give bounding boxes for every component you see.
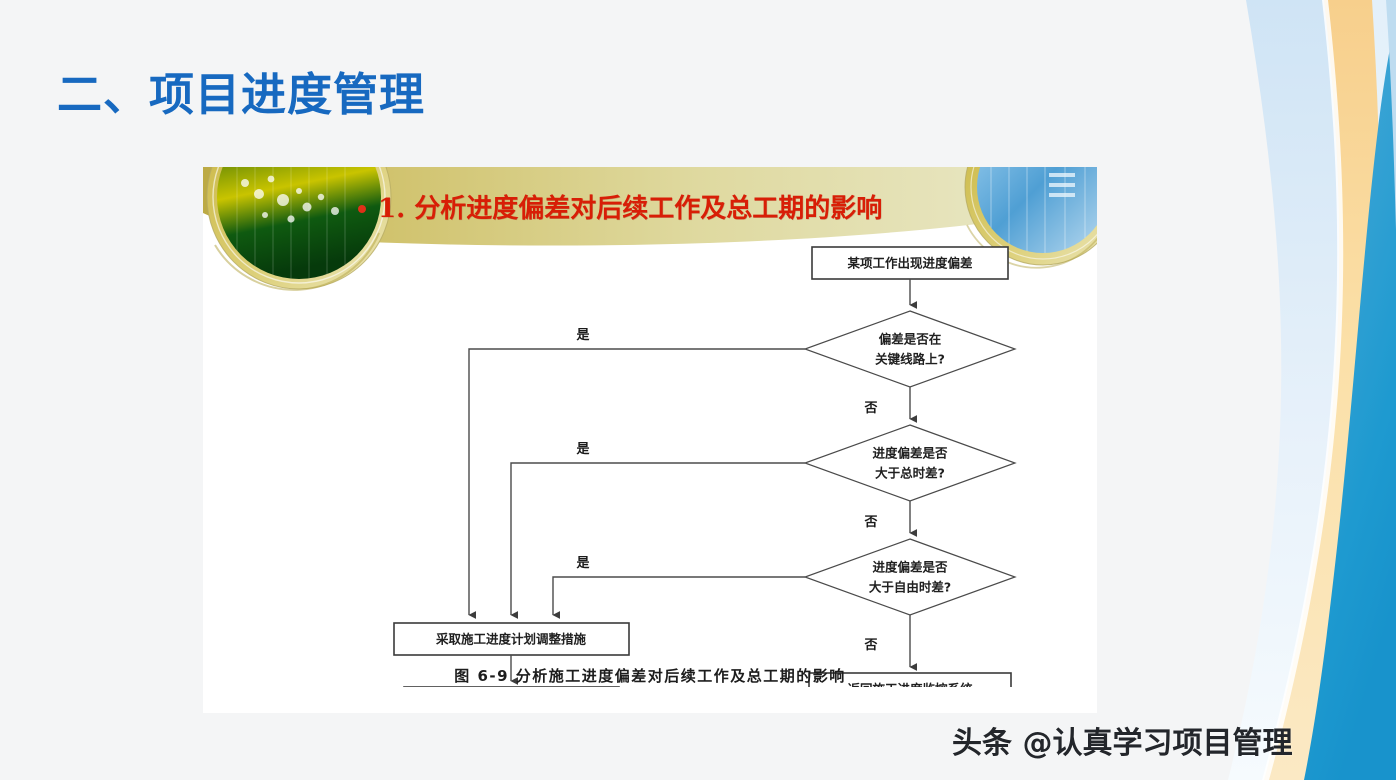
node-decision-1 bbox=[803, 310, 1017, 388]
node-decision-1-line2: 关键线路上? bbox=[875, 352, 945, 367]
watermark: 头条 @认真学习项目管理 bbox=[952, 726, 1293, 761]
node-start-label: 某项工作出现进度偏差 bbox=[847, 256, 972, 271]
node-adjust-label: 采取施工进度计划调整措施 bbox=[435, 632, 587, 647]
bullet-icon bbox=[358, 204, 366, 213]
flowchart: 某项工作出现进度偏差 偏差是否在 关键线路上? 是 否 进度偏差是否 大于总时差… bbox=[203, 227, 1097, 687]
page-title: 二、项目进度管理 bbox=[57, 68, 426, 121]
node-decision-3-line2: 大于自由时差? bbox=[869, 580, 951, 595]
edge-label-yes-3: 是 bbox=[575, 556, 590, 571]
inner-slide-heading-row: 1. 分析进度偏差对后续工作及总工期的影响 bbox=[358, 188, 882, 225]
edge-label-yes-1: 是 bbox=[575, 328, 590, 343]
node-decision-3-line1: 进度偏差是否 bbox=[872, 560, 948, 575]
node-decision-3 bbox=[803, 538, 1017, 616]
figure-caption: 图 6-9 分析施工进度偏差对后续工作及总工期的影响 bbox=[454, 667, 846, 685]
node-adjust bbox=[393, 622, 630, 656]
node-decision-1-line1: 偏差是否在 bbox=[879, 332, 942, 347]
edge-label-no-2: 否 bbox=[863, 515, 877, 530]
inner-slide-heading: 1. 分析进度偏差对后续工作及总工期的影响 bbox=[378, 194, 883, 224]
node-decision-2 bbox=[803, 424, 1017, 502]
edge-label-yes-2: 是 bbox=[575, 442, 590, 457]
edge-label-no-1: 否 bbox=[863, 401, 877, 416]
edge-label-no-3: 否 bbox=[863, 638, 877, 653]
node-start bbox=[811, 246, 1009, 280]
inner-slide-image: 1. 分析进度偏差对后续工作及总工期的影响 某项工作出现进度偏差 偏差是否在 关… bbox=[203, 167, 1097, 713]
node-back-label: 返回施工进度监控系统 bbox=[847, 682, 973, 688]
slide-edge-decoration bbox=[1136, 0, 1396, 780]
node-back bbox=[808, 672, 1012, 687]
inner-slide-header-decoration bbox=[203, 167, 1097, 297]
node-decision-2-line1: 进度偏差是否 bbox=[872, 446, 948, 461]
node-decision-2-line2: 大于总时差? bbox=[875, 466, 945, 481]
